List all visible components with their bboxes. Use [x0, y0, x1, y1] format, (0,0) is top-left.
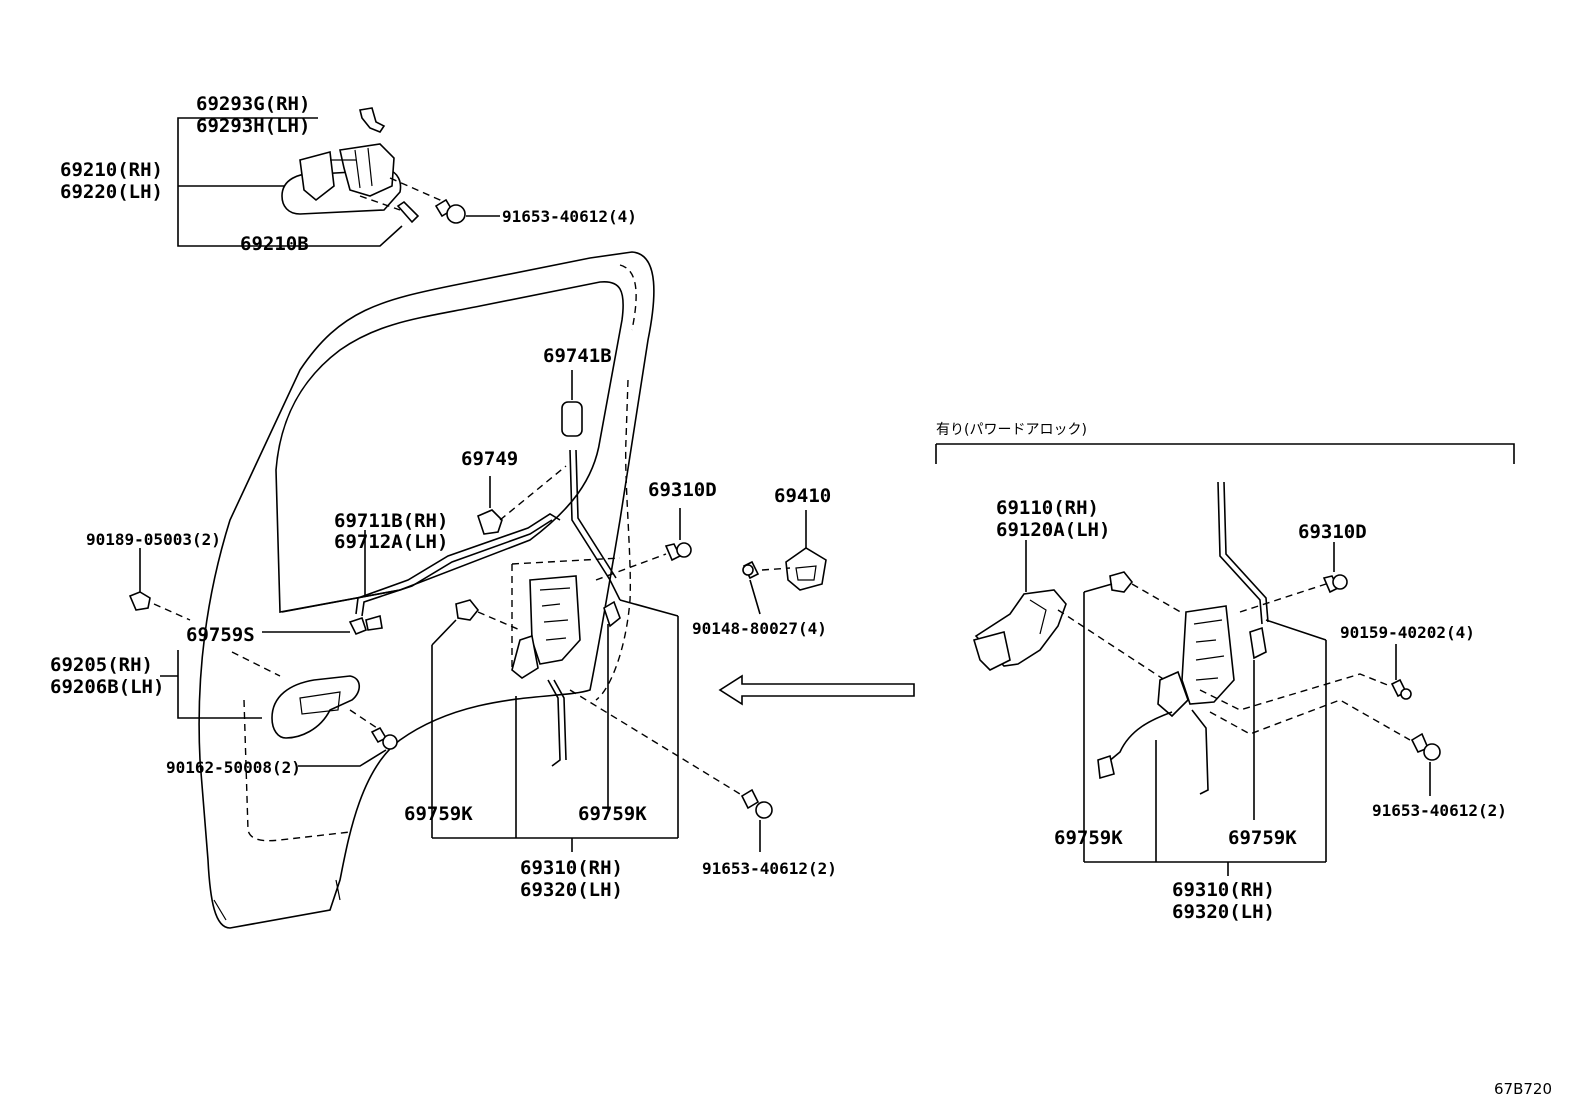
label-69741b: 69741B	[543, 345, 612, 367]
label-69210: 69210(RH)	[60, 159, 163, 181]
label-69220: 69220(LH)	[60, 181, 163, 203]
label-91653-4: 91653-40612(4)	[502, 207, 637, 226]
part-labels: 69293G(RH) 69293H(LH) 69210(RH) 69220(LH…	[50, 93, 1552, 1098]
label-90162: 90162-50008(2)	[166, 758, 301, 777]
label-69759k-left-2: 69759K	[578, 803, 647, 825]
label-69759k-left-1: 69759K	[404, 803, 473, 825]
label-69120a: 69120A(LH)	[996, 519, 1110, 541]
power-lock-group	[935, 443, 1515, 876]
label-69310d-left: 69310D	[648, 479, 717, 501]
label-69293g: 69293G(RH)	[196, 93, 310, 115]
label-69749: 69749	[461, 448, 518, 470]
power-lock-note: 有り(パワードアロック)	[936, 422, 1087, 438]
label-69320-right: 69320(LH)	[1172, 901, 1275, 923]
label-90148: 90148-80027(4)	[692, 619, 827, 638]
label-69310d-right: 69310D	[1298, 521, 1367, 543]
label-69293h: 69293H(LH)	[196, 115, 310, 137]
label-69206b: 69206B(LH)	[50, 676, 164, 698]
label-69110: 69110(RH)	[996, 497, 1099, 519]
label-69320-left: 69320(LH)	[520, 879, 623, 901]
label-69759s: 69759S	[186, 624, 255, 646]
label-69759k-right-1: 69759K	[1054, 827, 1123, 849]
label-69310-right: 69310(RH)	[1172, 879, 1275, 901]
label-69310-left: 69310(RH)	[520, 857, 623, 879]
label-69759k-right-2: 69759K	[1228, 827, 1297, 849]
label-69711b: 69711B(RH)	[334, 510, 448, 532]
label-91653-2-left: 91653-40612(2)	[702, 859, 837, 878]
label-69205: 69205(RH)	[50, 654, 153, 676]
label-69410: 69410	[774, 485, 831, 507]
outside-handle-group	[177, 107, 500, 247]
direction-arrow	[718, 674, 915, 706]
label-69210b: 69210B	[240, 233, 309, 255]
label-91653-2-right: 91653-40612(2)	[1372, 801, 1507, 820]
label-69712a: 69712A(LH)	[334, 531, 448, 553]
left-lock-group	[128, 370, 827, 852]
diagram-code: 67B720	[1494, 1080, 1552, 1098]
label-90159: 90159-40202(4)	[1340, 623, 1475, 642]
label-90189: 90189-05003(2)	[86, 530, 221, 549]
